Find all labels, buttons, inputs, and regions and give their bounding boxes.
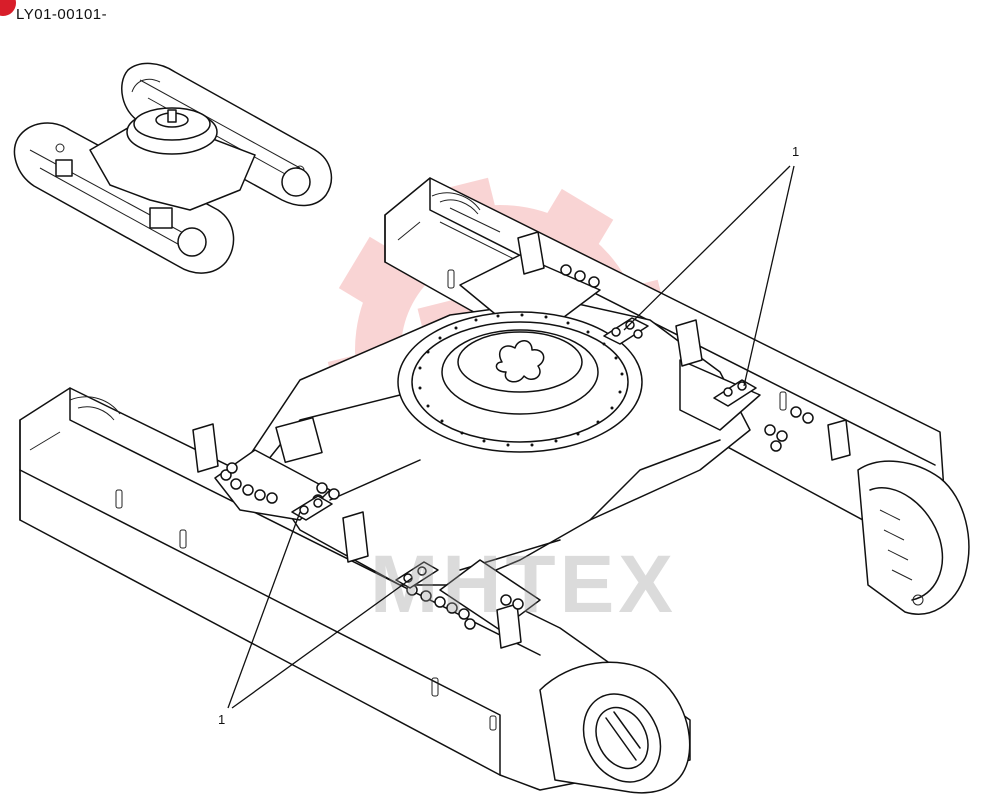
callout-upper-leader-b — [743, 165, 795, 387]
callout-lower-leader-b — [231, 577, 413, 709]
main-lower-frame — [19, 177, 970, 794]
plate-item-lower-a — [291, 495, 333, 521]
callout-upper: 1 — [623, 144, 799, 387]
plate-item-upper-b — [713, 379, 757, 407]
watermark-text: MHTEX — [370, 539, 677, 630]
inset-undercarriage-view — [13, 62, 333, 274]
callout-lower-label: 1 — [218, 712, 225, 727]
callout-upper-leader-a — [623, 165, 791, 331]
corner-marker — [0, 0, 16, 16]
part-code: LY01-00101- — [16, 6, 108, 23]
callout-upper-label: 1 — [792, 144, 799, 159]
callout-lower-leader-a — [227, 511, 301, 709]
plate-item-upper-a — [603, 317, 649, 345]
callout-lower: 1 — [218, 511, 413, 727]
